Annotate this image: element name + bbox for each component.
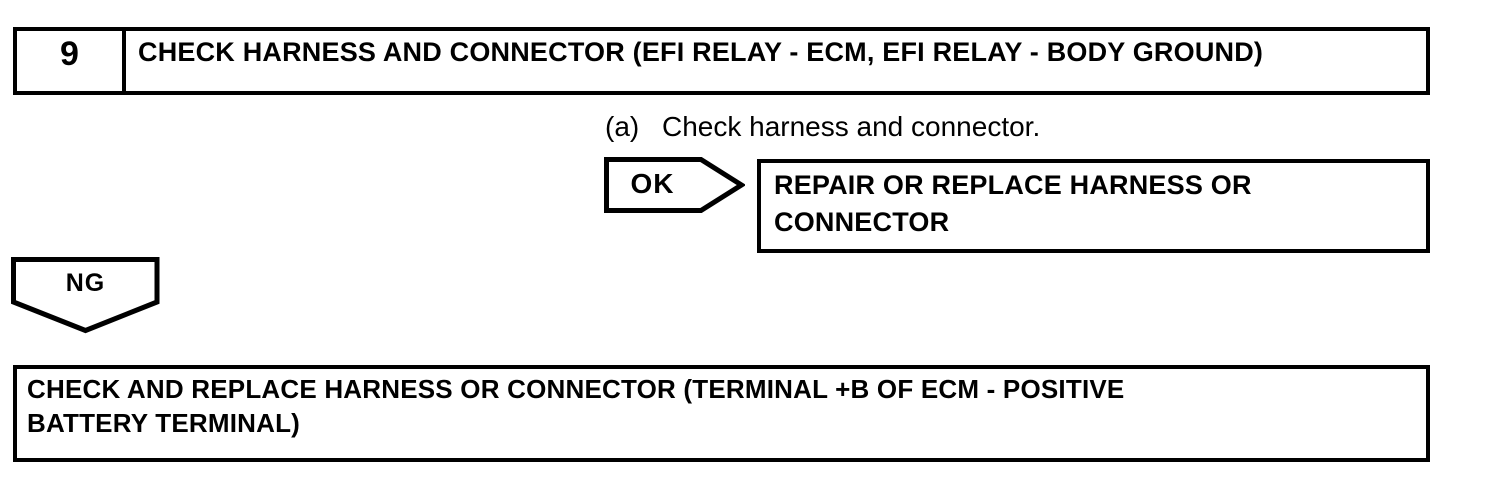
result-line: BATTERY TERMINAL)	[27, 408, 301, 438]
ng-connector: NG	[11, 257, 160, 334]
result-line: CHECK AND REPLACE HARNESS OR CONNECTOR (…	[27, 374, 1125, 404]
step-number: 9	[60, 35, 79, 73]
result-line: REPAIR OR REPLACE HARNESS OR	[774, 170, 1252, 200]
ok-result-box: REPAIR OR REPLACE HARNESS OR CONNECTOR	[757, 159, 1430, 253]
ok-arrow-right-icon	[604, 157, 745, 213]
step-title: CHECK HARNESS AND CONNECTOR (EFI RELAY -…	[138, 37, 1264, 67]
instruction-marker: (a)	[605, 111, 640, 142]
result-line: CONNECTOR	[774, 207, 950, 237]
ng-arrow-down-icon	[11, 257, 160, 334]
step-header-box: 9 CHECK HARNESS AND CONNECTOR (EFI RELAY…	[13, 27, 1430, 95]
step-number-cell: 9	[17, 31, 126, 91]
ok-connector: OK	[604, 157, 745, 213]
instruction-text: Check harness and connector.	[662, 111, 1041, 142]
ng-label: NG	[65, 269, 106, 297]
ok-label: OK	[630, 168, 675, 199]
instruction-line: (a) Check harness and connector.	[605, 110, 1040, 144]
ng-result-box: CHECK AND REPLACE HARNESS OR CONNECTOR (…	[13, 365, 1430, 462]
